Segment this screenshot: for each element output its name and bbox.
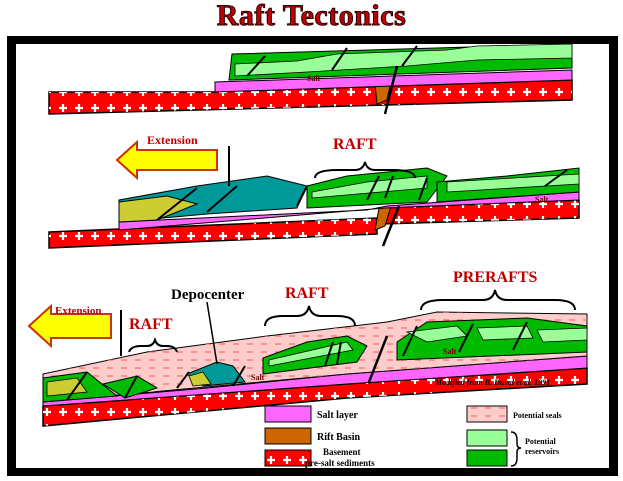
- section-3-prerafts-brace: [420, 289, 576, 311]
- section-3-raft-left-label: RAFT: [129, 316, 173, 333]
- section-2-raft-label: RAFT: [333, 136, 377, 153]
- legend-basement-label-1: Basement: [323, 447, 361, 457]
- section-2-salt-label: Salt: [535, 195, 549, 204]
- diagram-title: Raft Tectonics: [216, 0, 407, 32]
- section-2-early-extension: Extension RAFT Salt: [48, 133, 580, 249]
- legend-salt-label: Salt layer: [317, 410, 358, 421]
- legend-basement-label-2: pre-salt sediments: [305, 458, 375, 468]
- section-3-salt-left-label: Salt: [251, 373, 265, 382]
- source-credit: Modified from B. Duval et al, 1991: [434, 378, 550, 387]
- legend-reservoir-label-1: Potential: [525, 437, 556, 446]
- section-3-depocenter-pointer: [206, 301, 218, 365]
- section-3-raft-left-brace: [128, 336, 178, 353]
- section-3-raft-center-label: RAFT: [285, 285, 329, 302]
- section-2-extension-label: Extension: [147, 133, 198, 147]
- section-3-prerafts-label: PRERAFTS: [453, 269, 538, 286]
- section-3-extension-arrow: [27, 303, 112, 349]
- section-3-salt-layer: [42, 355, 588, 407]
- section-3-salt-right-label: Salt: [443, 347, 457, 356]
- raft-tectonics-diagram: Salt Extension RAFT Salt: [16, 43, 609, 468]
- section-1-initial-state: Salt: [48, 43, 573, 115]
- section-2-salt-layer: [118, 191, 580, 231]
- legend-swatch-rift: [264, 427, 312, 445]
- legend-rift-label: Rift Basin: [317, 432, 361, 443]
- section-2-raft-brace: [314, 161, 416, 179]
- legend-swatch-salt: [264, 405, 312, 423]
- section-3-depocenter-label: Depocenter: [171, 287, 245, 303]
- legend-reservoir-brace: [510, 431, 522, 467]
- section-2-extension-arrow: [115, 139, 218, 181]
- legend: Salt layer Rift Basin Basement pre-salt …: [264, 405, 562, 468]
- section-3-mature-raft: Extension RAFT Depocenter RAFT PRERAFTS …: [27, 269, 588, 427]
- section-1-reservoir-light: [234, 43, 573, 77]
- section-3-extension-label: Extension: [55, 305, 101, 317]
- legend-reservoir-label-2: reservoirs: [525, 447, 559, 456]
- section-1-salt-label: Salt: [307, 74, 321, 83]
- legend-swatch-reservoir-dark: [466, 449, 508, 467]
- legend-seals-label: Potential seals: [513, 411, 562, 420]
- section-3-raft-center-brace: [264, 305, 356, 327]
- diagram-panel: Salt Extension RAFT Salt: [7, 36, 618, 476]
- legend-swatch-reservoir-light: [466, 429, 508, 447]
